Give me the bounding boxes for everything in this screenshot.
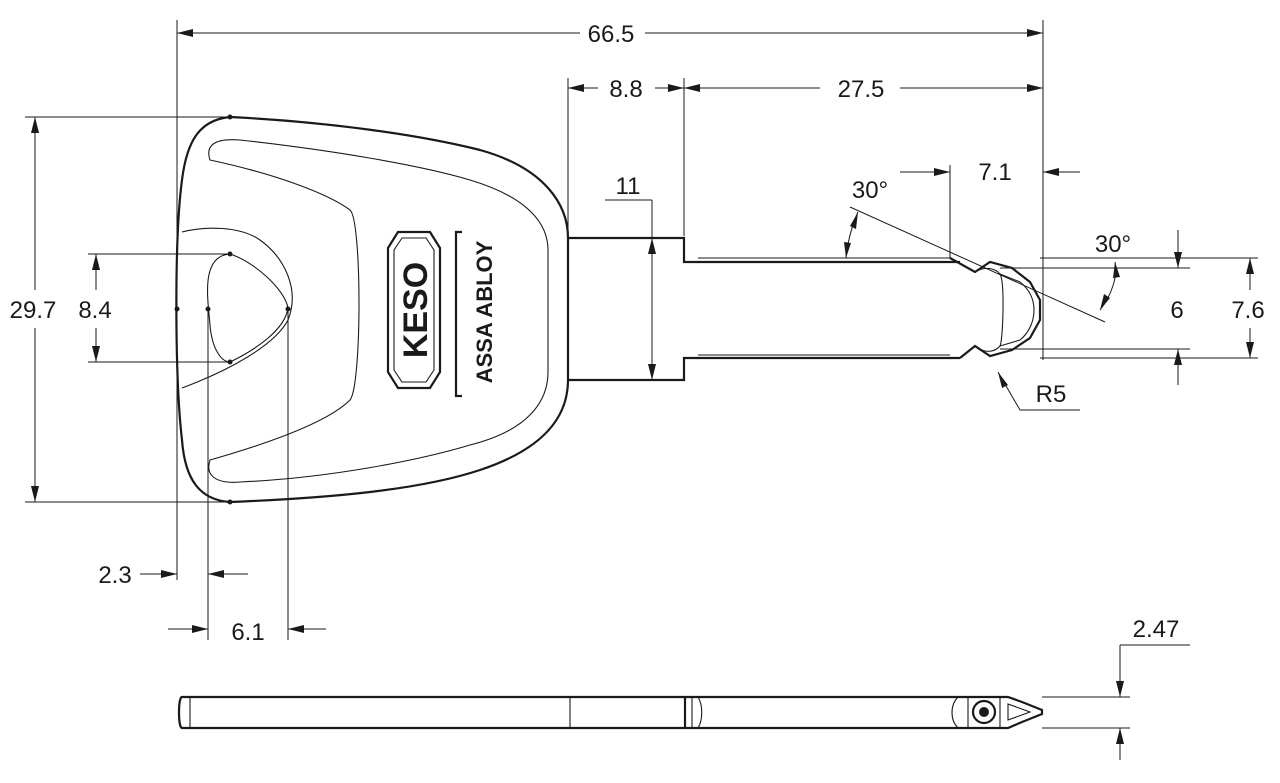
keso-logo: KESO bbox=[386, 230, 442, 390]
dim-tip-radius: R5 bbox=[997, 371, 1080, 411]
dim-neck-height: 11 bbox=[605, 173, 656, 380]
dim-hole-width: 6.1 bbox=[168, 309, 326, 646]
dim-overall-length-label: 66.5 bbox=[588, 21, 635, 48]
dim-hole-height-label: 8.4 bbox=[78, 297, 111, 324]
dim-tip-offset-label: 7.1 bbox=[978, 159, 1011, 186]
dim-hole-height: 8.4 bbox=[78, 253, 230, 363]
dim-head-height-label: 29.7 bbox=[10, 297, 57, 324]
dim-blade-height-inner-label: 6 bbox=[1170, 297, 1183, 324]
dim-angle-upper: 30° bbox=[844, 177, 1106, 323]
dim-hole-width-label: 6.1 bbox=[231, 619, 264, 646]
dim-angle-lower-label: 30° bbox=[1095, 231, 1131, 258]
dim-head-edge-offset-label: 2.3 bbox=[98, 562, 131, 589]
dim-blade-height-inner: 6 bbox=[1000, 230, 1190, 385]
dim-shoulder-label: 8.8 bbox=[609, 76, 642, 103]
dim-angle-lower: 30° bbox=[1095, 231, 1131, 311]
dim-blade-thickness-label: 2.47 bbox=[1133, 616, 1180, 643]
key-blade bbox=[568, 236, 1042, 382]
assa-abloy-mark: ASSA ABLOY bbox=[454, 230, 497, 398]
dim-angle-upper-label: 30° bbox=[852, 177, 888, 204]
dim-tip-offset: 7.1 bbox=[900, 159, 1080, 258]
dim-neck-height-label: 11 bbox=[616, 173, 641, 200]
dim-blade-height-outer: 7.6 bbox=[1040, 257, 1265, 359]
assa-abloy-text: ASSA ABLOY bbox=[472, 240, 497, 383]
dim-blade-thickness: 2.47 bbox=[1042, 616, 1190, 760]
dim-head-height: 29.7 bbox=[10, 116, 230, 503]
dim-blade-length: 27.5 bbox=[684, 76, 1043, 103]
dim-blade-height-outer-label: 7.6 bbox=[1231, 297, 1264, 324]
dim-shoulder: 8.8 bbox=[567, 76, 685, 236]
key-head bbox=[174, 114, 570, 505]
dim-head-edge-offset: 2.3 bbox=[98, 309, 248, 640]
dim-tip-radius-label: R5 bbox=[1036, 381, 1067, 408]
key-side-view bbox=[177, 695, 1044, 730]
dim-overall-length: 66.5 bbox=[176, 20, 1044, 580]
keso-logo-text: KESO bbox=[397, 262, 435, 358]
dim-blade-length-label: 27.5 bbox=[838, 76, 885, 103]
